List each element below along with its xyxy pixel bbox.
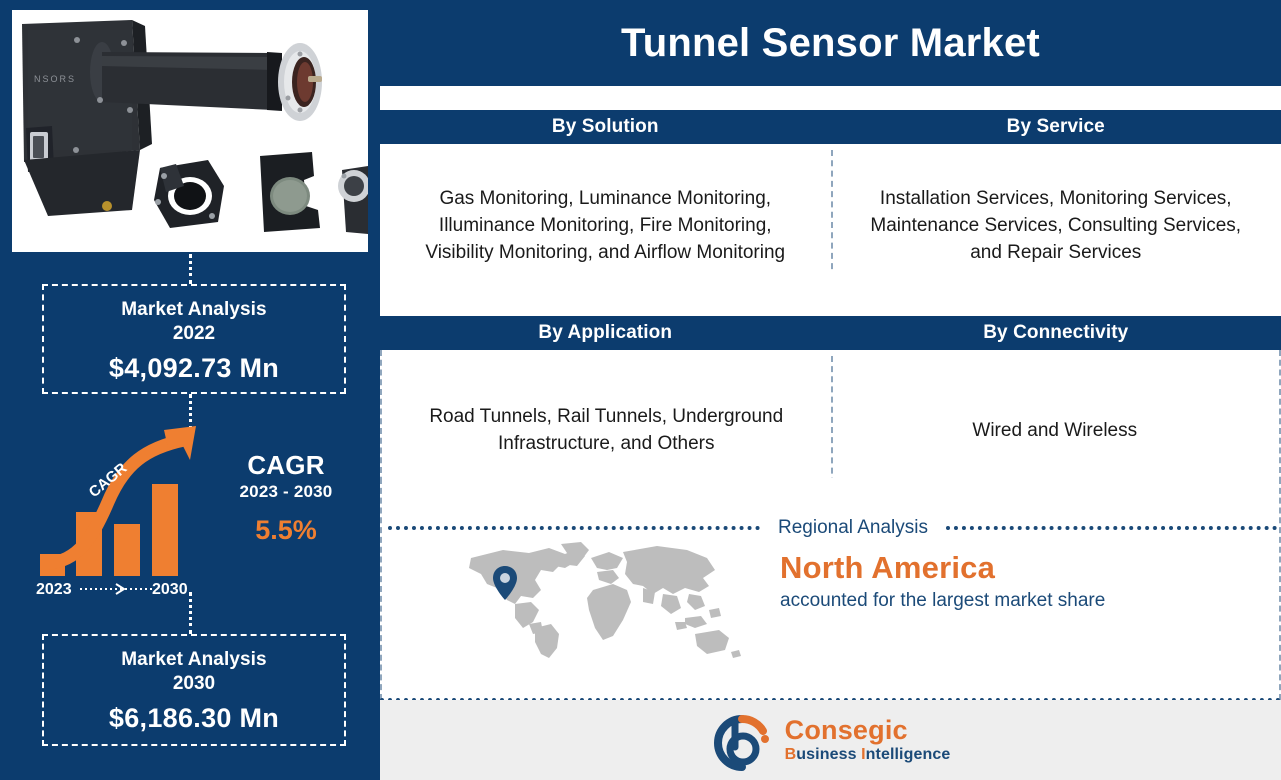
market-analysis-2030-year: 2030 bbox=[172, 673, 216, 694]
segment-header-by-solution: By Solution bbox=[551, 116, 659, 137]
regional-description: accounted for the largest market share bbox=[780, 590, 1106, 611]
cagr-axis-end: 2030 bbox=[152, 581, 188, 598]
regional-analysis-content: North America accounted for the largest … bbox=[382, 540, 1281, 670]
regional-text-block: North America accounted for the largest … bbox=[780, 540, 1105, 614]
cagr-label: CAGR bbox=[247, 450, 325, 480]
market-analysis-2030-box: Market Analysis 2030 $6,186.30 Mn bbox=[42, 634, 346, 746]
market-analysis-2022-title: Market Analysis bbox=[121, 299, 267, 320]
segment-row-2-divider bbox=[830, 356, 833, 504]
page-title: Tunnel Sensor Market bbox=[621, 21, 1040, 65]
world-map bbox=[457, 540, 742, 660]
cagr-range: 2023 - 2030 bbox=[239, 482, 333, 501]
segment-rows-gap bbox=[380, 272, 1281, 316]
segment-header-by-application: By Application bbox=[538, 322, 673, 343]
brand-tagline-usiness: usiness bbox=[796, 746, 862, 763]
map-pin-icon bbox=[493, 566, 517, 600]
title-separator bbox=[380, 86, 1281, 110]
segment-content-by-application: Road Tunnels, Rail Tunnels, Underground … bbox=[429, 406, 784, 454]
cagr-section: CAGR 2023 2030 CAGR 2023 - 2030 5.5% bbox=[34, 424, 354, 599]
left-panel: NSORS bbox=[0, 0, 380, 780]
segment-row-1-headers: By Solution By Service bbox=[380, 110, 1281, 144]
regional-analysis-section: Regional Analysis bbox=[380, 478, 1281, 700]
cagr-percent: 5.5% bbox=[255, 515, 317, 545]
regional-analysis-divider: Regional Analysis bbox=[382, 517, 1281, 538]
segment-content-by-connectivity: Wired and Wireless bbox=[972, 419, 1138, 441]
segment-row-2-headers: By Application By Connectivity bbox=[380, 316, 1281, 350]
market-analysis-2022-value: $4,092.73 Mn bbox=[108, 353, 280, 383]
svg-text:NSORS: NSORS bbox=[34, 74, 76, 84]
brand-text: Consegic Business Intelligence bbox=[785, 717, 951, 763]
tunnel-sensor-device-image: NSORS bbox=[12, 10, 368, 252]
segment-content-by-service: Installation Services, Monitoring Servic… bbox=[870, 187, 1242, 263]
world-map-icon bbox=[469, 542, 741, 658]
regional-analysis-title: Regional Analysis bbox=[778, 517, 928, 538]
product-photo: NSORS bbox=[12, 10, 368, 252]
market-analysis-2030-title: Market Analysis bbox=[121, 649, 267, 670]
connector-line-top bbox=[189, 254, 192, 284]
market-analysis-2022-year: 2022 bbox=[172, 323, 216, 344]
market-analysis-2030-value: $6,186.30 Mn bbox=[108, 703, 280, 733]
connector-line-bottom bbox=[189, 592, 192, 634]
segment-header-by-service: By Service bbox=[1006, 116, 1105, 137]
cagr-axis-start: 2023 bbox=[36, 581, 72, 598]
consegic-b-logo-icon bbox=[713, 714, 769, 771]
brand-tagline: Business Intelligence bbox=[785, 747, 951, 763]
connector-line-middle bbox=[189, 394, 192, 430]
brand-tagline-i: I bbox=[861, 746, 866, 763]
brand-tagline-ntelligence: ntelligence bbox=[865, 746, 951, 763]
market-analysis-2022-box: Market Analysis 2022 $4,092.73 Mn bbox=[42, 284, 346, 394]
right-panel: Tunnel Sensor Market By Solution By Serv… bbox=[380, 0, 1281, 780]
cagr-growth-chart-icon: CAGR 2023 2030 bbox=[36, 426, 196, 598]
cagr-text-block: CAGR 2023 - 2030 5.5% bbox=[216, 450, 356, 550]
title-bar: Tunnel Sensor Market bbox=[380, 0, 1281, 86]
brand-tagline-b: B bbox=[784, 746, 797, 763]
brand-logo[interactable]: Consegic Business Intelligence bbox=[711, 709, 951, 771]
divider-dash-right bbox=[945, 526, 1277, 530]
segment-row-1-divider bbox=[830, 150, 833, 300]
divider-dash-left bbox=[388, 526, 760, 530]
regional-leading-region: North America bbox=[780, 550, 996, 585]
segment-header-by-connectivity: By Connectivity bbox=[983, 322, 1129, 343]
segment-content-by-solution: Gas Monitoring, Luminance Monitoring, Il… bbox=[425, 187, 786, 263]
brand-name: Consegic bbox=[784, 715, 908, 745]
footer-bar: Consegic Business Intelligence bbox=[380, 700, 1281, 780]
